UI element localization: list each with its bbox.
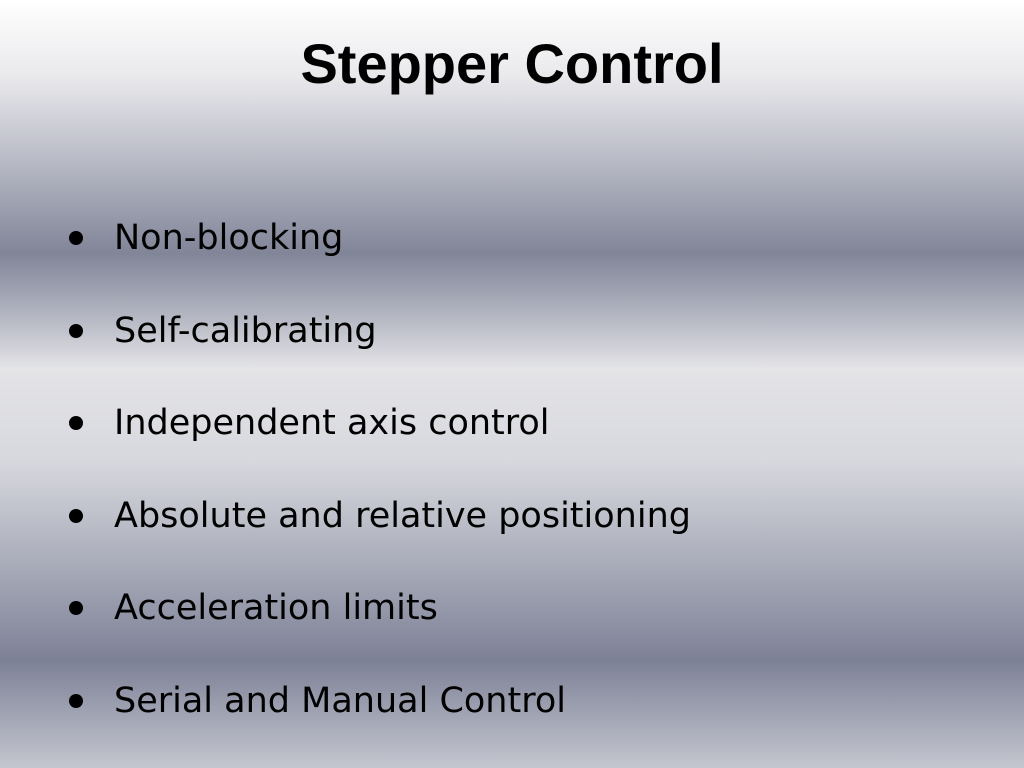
bullet-label: Independent axis control xyxy=(114,403,550,443)
bullet-icon xyxy=(69,601,83,615)
list-item: Serial and Manual Control xyxy=(60,670,691,732)
list-item: Absolute and relative positioning xyxy=(60,485,691,547)
bullet-label: Self-calibrating xyxy=(114,310,377,351)
bullet-label: Acceleration limits xyxy=(114,588,438,628)
bullet-list: Non-blocking Self-calibrating Independen… xyxy=(60,207,691,762)
bullet-icon xyxy=(69,231,83,245)
bullet-icon xyxy=(69,323,83,338)
list-item: Non-blocking xyxy=(60,207,691,269)
list-item: Acceleration limits xyxy=(60,577,691,639)
list-item: Self-calibrating xyxy=(60,300,691,362)
slide-title: Stepper Control xyxy=(300,32,724,95)
bullet-icon xyxy=(69,508,83,523)
bullet-label: Serial and Manual Control xyxy=(114,680,566,721)
list-item: Independent axis control xyxy=(60,392,691,454)
bullet-label: Absolute and relative positioning xyxy=(114,495,691,536)
bullet-icon xyxy=(69,416,83,430)
bullet-label: Non-blocking xyxy=(114,218,344,258)
bullet-icon xyxy=(69,693,83,708)
